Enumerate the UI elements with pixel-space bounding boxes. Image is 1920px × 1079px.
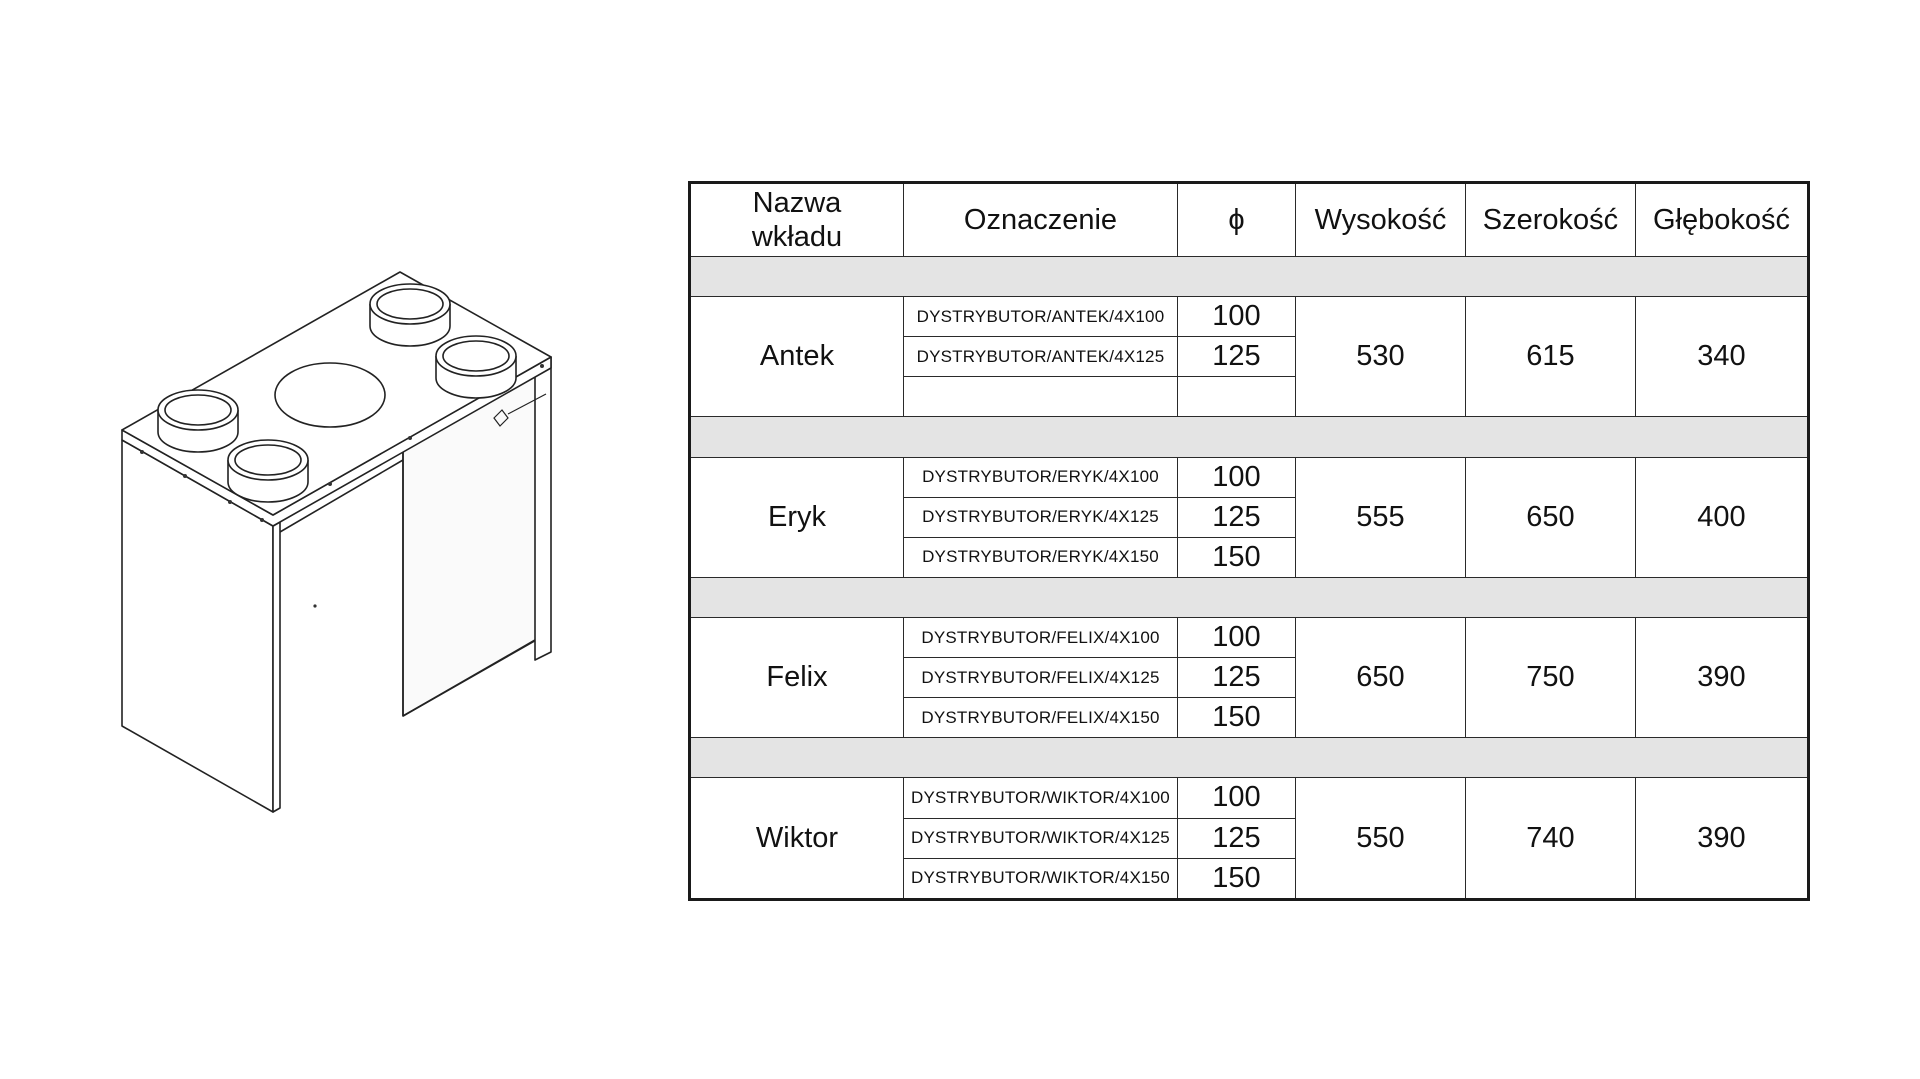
variant-diameter: 100 [1177, 616, 1296, 659]
variant-diameter: 125 [1177, 817, 1296, 859]
variant-diameter: 150 [1177, 857, 1296, 901]
model-height: 555 [1295, 456, 1466, 578]
table-row: Antek DYSTRYBUTOR/ANTEK/4X100 100 530 61… [689, 296, 1809, 418]
variant-diameter: 150 [1177, 536, 1296, 578]
variant-diameter: 100 [1177, 456, 1296, 498]
header-name: Nazwa wkładu [689, 182, 904, 257]
variant-diameter: 125 [1177, 336, 1296, 378]
table-row: Wiktor DYSTRYBUTOR/WIKTOR/4X100 100 550 … [689, 777, 1809, 900]
distributor-box-drawing [121, 271, 552, 813]
model-height: 550 [1295, 777, 1466, 900]
table-row: DYSTRYBUTOR/FELIX/4X150 150 [690, 697, 1809, 739]
table-row: DYSTRYBUTOR/FELIX/4X125 125 [690, 657, 1809, 699]
table-row: Felix DYSTRYBUTOR/FELIX/4X100 100 650 75… [689, 616, 1809, 739]
model-depth: 390 [1635, 616, 1809, 739]
separator-row [689, 576, 1809, 618]
table-row: DYSTRYBUTOR/ERYK/4X150 150 [690, 536, 1809, 578]
variant-diameter [1177, 376, 1296, 418]
model-width: 740 [1465, 777, 1636, 900]
separator-row [689, 737, 1809, 779]
table-row: DYSTRYBUTOR/WIKTOR/4X150 150 [690, 857, 1809, 901]
header-width: Szerokość [1465, 182, 1636, 257]
brand-logo-icon [493, 393, 547, 427]
model-height: 650 [1295, 616, 1466, 739]
model-name: Eryk [689, 456, 904, 578]
header-depth: Głębokość [1635, 182, 1809, 257]
model-depth: 340 [1635, 296, 1809, 418]
model-name: Felix [689, 616, 904, 739]
variant-diameter: 150 [1177, 697, 1296, 739]
separator-row [689, 416, 1809, 458]
variant-code: DYSTRYBUTOR/ERYK/4X150 [903, 536, 1178, 578]
header-code: Oznaczenie [903, 182, 1178, 257]
table-row: DYSTRYBUTOR/ANTEK/4X125 125 [690, 336, 1809, 378]
table-row [690, 376, 1809, 418]
variant-diameter: 125 [1177, 657, 1296, 699]
model-width: 650 [1465, 456, 1636, 578]
variant-code: DYSTRYBUTOR/FELIX/4X125 [903, 657, 1178, 699]
variant-diameter: 100 [1177, 777, 1296, 819]
model-depth: 400 [1635, 456, 1809, 578]
variant-diameter: 100 [1177, 296, 1296, 338]
model-name: Antek [689, 296, 904, 418]
model-width: 750 [1465, 616, 1636, 739]
model-width: 615 [1465, 296, 1636, 418]
variant-diameter: 125 [1177, 496, 1296, 538]
table-row: DYSTRYBUTOR/ERYK/4X125 125 [690, 496, 1809, 538]
variant-code: DYSTRYBUTOR/WIKTOR/4X100 [903, 777, 1178, 819]
variant-code [903, 376, 1178, 418]
model-name: Wiktor [689, 777, 904, 900]
variant-code: DYSTRYBUTOR/ANTEK/4X100 [903, 296, 1178, 338]
header-height: Wysokość [1295, 182, 1466, 257]
model-height: 530 [1295, 296, 1466, 418]
variant-code: DYSTRYBUTOR/WIKTOR/4X125 [903, 817, 1178, 859]
table-header-row: Nazwa wkładu Oznaczenie ϕ Wysokość Szero… [689, 182, 1809, 257]
variant-code: DYSTRYBUTOR/ERYK/4X100 [903, 456, 1178, 498]
header-diameter: ϕ [1177, 182, 1296, 257]
variant-code: DYSTRYBUTOR/ERYK/4X125 [903, 496, 1178, 538]
separator-row [689, 255, 1809, 298]
variant-code: DYSTRYBUTOR/ANTEK/4X125 [903, 336, 1178, 378]
table-row: Eryk DYSTRYBUTOR/ERYK/4X100 100 555 650 … [689, 456, 1809, 578]
spec-table: Nazwa wkładu Oznaczenie ϕ Wysokość Szero… [688, 181, 1810, 901]
variant-code: DYSTRYBUTOR/FELIX/4X100 [903, 616, 1178, 659]
variant-code: DYSTRYBUTOR/WIKTOR/4X150 [903, 857, 1178, 901]
variant-code: DYSTRYBUTOR/FELIX/4X150 [903, 697, 1178, 739]
model-depth: 390 [1635, 777, 1809, 900]
